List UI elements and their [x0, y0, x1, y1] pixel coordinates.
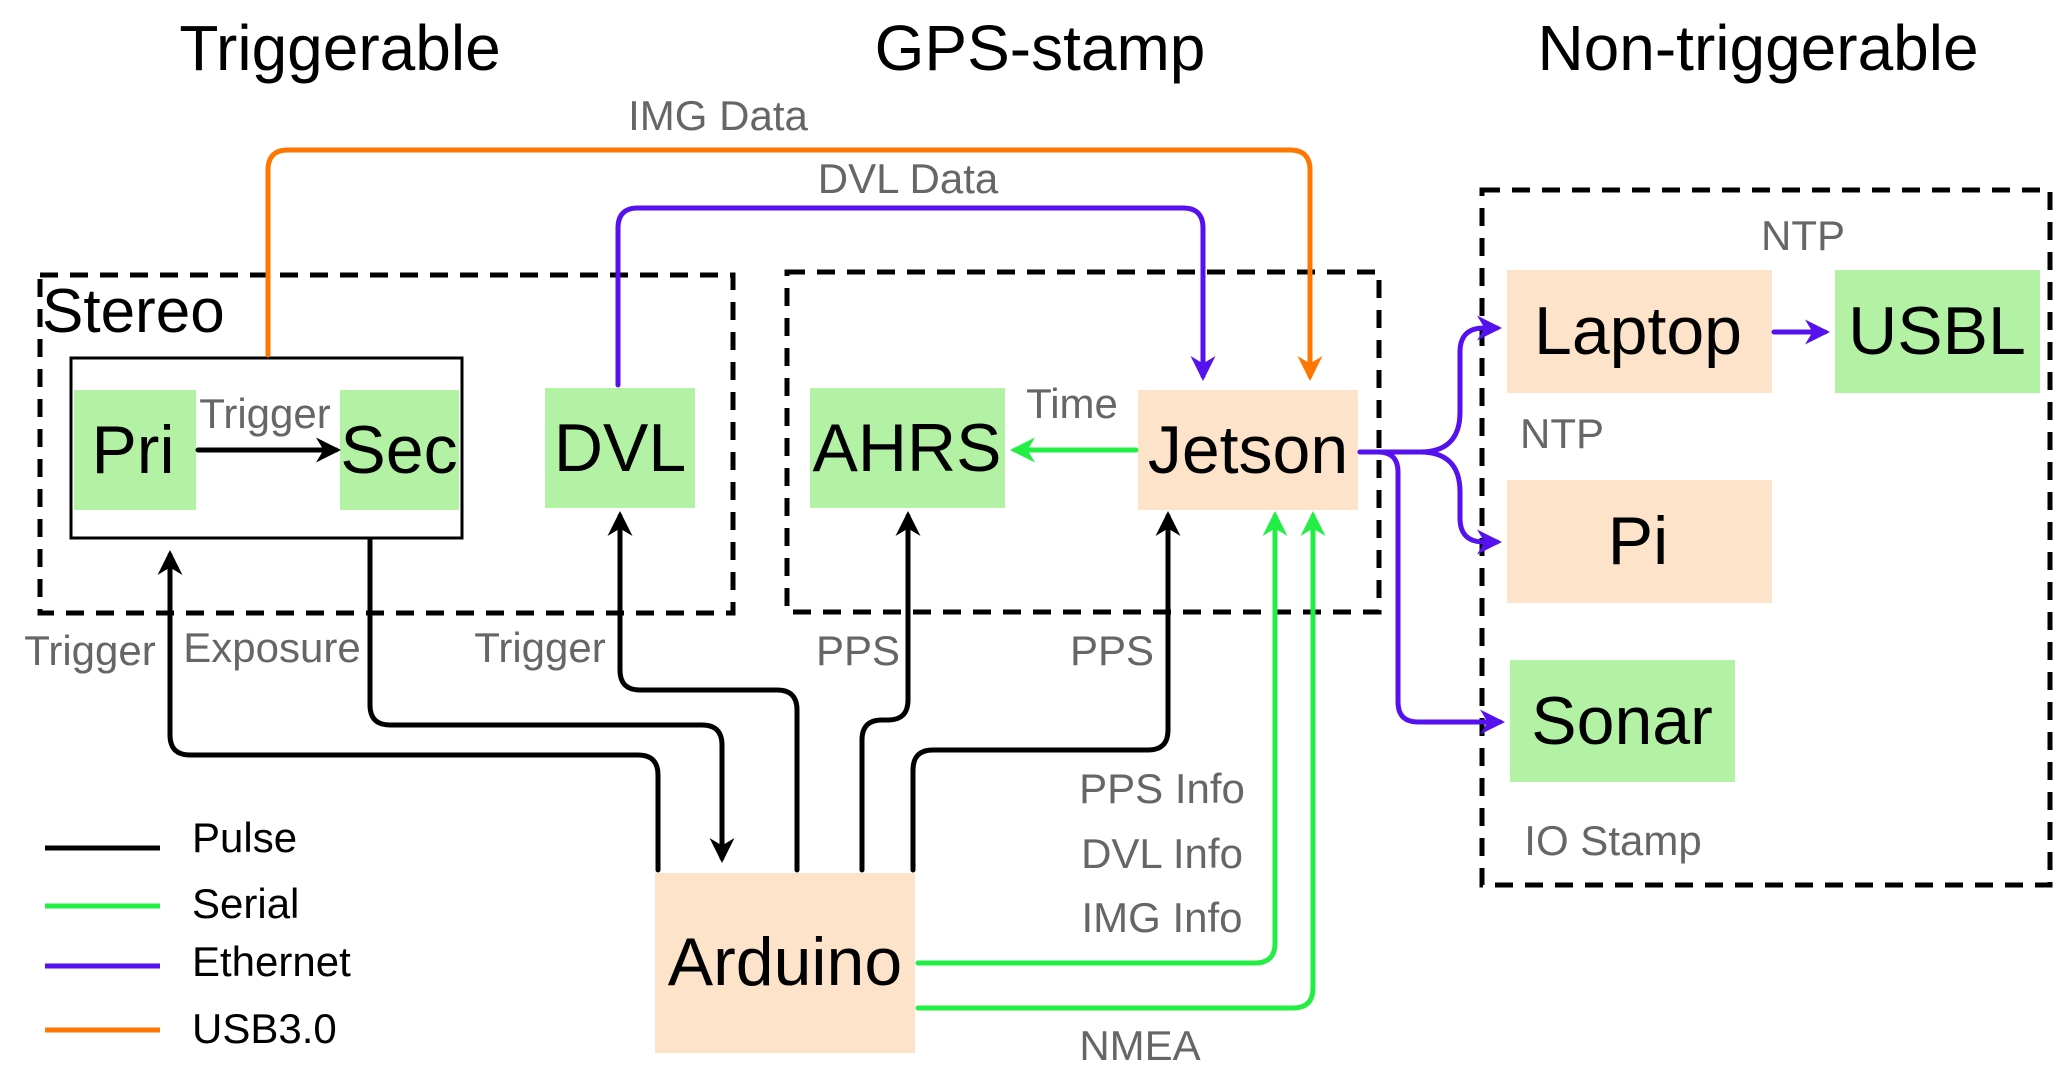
dvl-box — [545, 388, 695, 508]
sonar-box — [1510, 660, 1735, 782]
edge-arduino-trigger-pri — [157, 550, 661, 873]
legend-label-serial: Serial — [192, 880, 299, 927]
edge-arduino-trigger-dvl — [607, 511, 800, 873]
edge-img-data-jetson — [265, 147, 1323, 381]
sonar-label: Sonar — [1531, 683, 1712, 759]
jetson-box — [1138, 390, 1358, 510]
pi-label: Pi — [1608, 503, 1668, 579]
label-pps-ahrs: PPS — [816, 627, 900, 674]
node-arduino[interactable]: Arduino — [655, 873, 915, 1053]
sec-box — [340, 390, 459, 510]
edge-jetson-laptop — [1357, 315, 1502, 455]
heading-non-triggerable: Non-triggerable — [1537, 12, 1978, 84]
edge-sec-exposure-arduino — [367, 537, 735, 863]
ahrs-box — [810, 388, 1005, 508]
node-usbl[interactable]: USBL — [1835, 270, 2040, 393]
ahrs-label: AHRS — [813, 410, 1002, 486]
dvl-label: DVL — [554, 410, 686, 486]
jetson-label: Jetson — [1148, 412, 1348, 488]
edge-arduino-pps-jetson — [910, 511, 1181, 873]
label-dvl-info: DVL Info — [1081, 830, 1243, 877]
label-ntp-usbl: NTP — [1761, 212, 1845, 259]
edge-arduino-pps-ahrs — [859, 511, 921, 873]
label-img-info: IMG Info — [1081, 894, 1242, 941]
label-time: Time — [1026, 380, 1118, 427]
sec-label: Sec — [340, 412, 457, 488]
node-dvl[interactable]: DVL — [545, 388, 695, 508]
label-exposure: Exposure — [183, 624, 360, 671]
node-sonar[interactable]: Sonar — [1510, 660, 1735, 782]
label-nmea: NMEA — [1079, 1022, 1200, 1069]
legend-label-usb: USB3.0 — [192, 1005, 337, 1052]
label-pps-jetson: PPS — [1070, 627, 1154, 674]
pri-label: Pri — [91, 412, 174, 488]
label-pps-info: PPS Info — [1079, 765, 1245, 812]
edge-jetson-pi — [1417, 449, 1502, 555]
usbl-box — [1835, 270, 2040, 393]
non-triggerable-group-box — [1479, 187, 2053, 888]
usbl-label: USBL — [1848, 293, 2026, 369]
edge-arduino-nmea-jetson — [915, 511, 1326, 1011]
label-img-data: IMG Data — [628, 92, 808, 139]
arduino-box — [655, 873, 915, 1053]
label-trigger-stereo-internal: Trigger — [199, 390, 330, 437]
node-laptop[interactable]: Laptop — [1507, 270, 1772, 393]
node-sec[interactable]: Sec — [340, 390, 459, 510]
laptop-box — [1507, 270, 1772, 393]
edge-dvl-data-jetson — [615, 205, 1216, 388]
legend: Pulse Serial Ethernet USB3.0 — [45, 814, 351, 1052]
node-ahrs[interactable]: AHRS — [810, 388, 1005, 508]
edge-arduino-info-jetson — [915, 511, 1288, 966]
triggerable-group-box — [37, 272, 736, 616]
node-jetson[interactable]: Jetson — [1138, 390, 1358, 510]
label-trigger-dvl: Trigger — [474, 624, 605, 671]
laptop-label: Laptop — [1534, 293, 1742, 369]
label-dvl-data: DVL Data — [818, 155, 999, 202]
label-io-stamp: IO Stamp — [1524, 817, 1701, 864]
pi-box — [1507, 480, 1772, 603]
edge-jetson-sonar — [1357, 449, 1505, 735]
gps-stamp-group-box — [784, 269, 1382, 615]
heading-triggerable: Triggerable — [179, 12, 500, 84]
label-trigger-pri: Trigger — [24, 627, 155, 674]
legend-label-pulse: Pulse — [192, 814, 297, 861]
node-pri[interactable]: Pri — [74, 390, 196, 510]
stereo-box — [69, 356, 464, 540]
heading-gps-stamp: GPS-stamp — [875, 12, 1206, 84]
node-pi[interactable]: Pi — [1507, 480, 1772, 603]
stereo-label: Stereo — [42, 277, 225, 346]
arduino-label: Arduino — [668, 924, 902, 1000]
label-ntp-pi: NTP — [1520, 410, 1604, 457]
pri-box — [74, 390, 196, 510]
legend-label-ethernet: Ethernet — [192, 938, 351, 985]
